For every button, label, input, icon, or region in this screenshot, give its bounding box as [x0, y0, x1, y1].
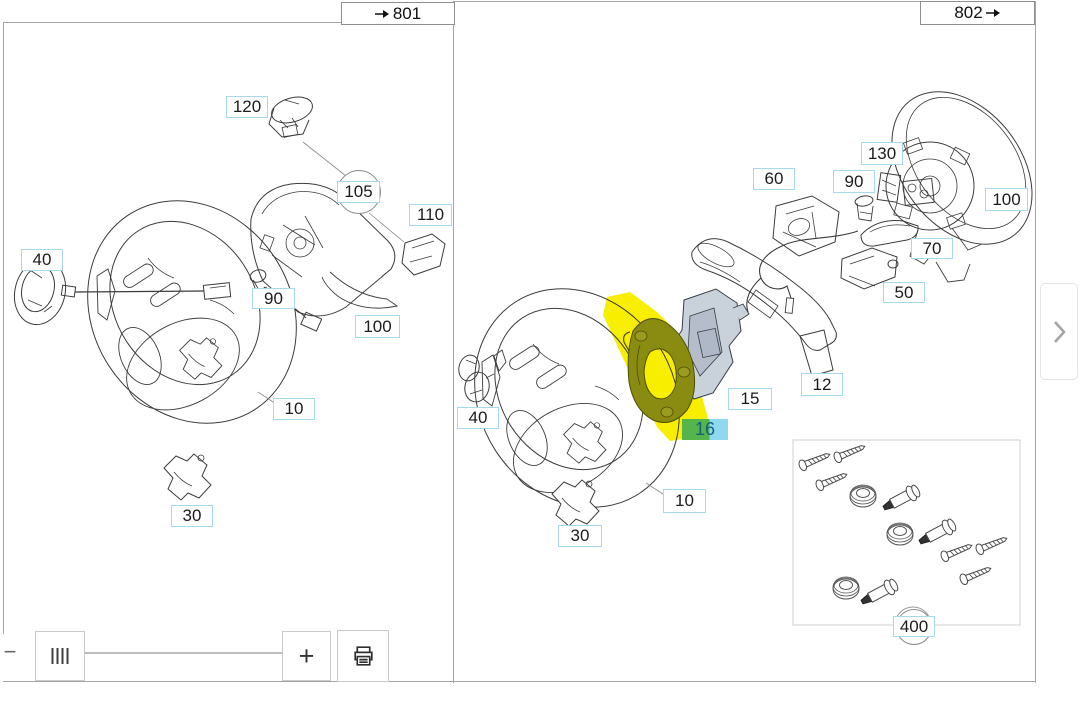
leader-line-10-right [645, 482, 667, 497]
chevron-right-icon [1054, 320, 1066, 343]
tab-diagram-801[interactable]: 801 [341, 2, 455, 25]
part-label-12[interactable]: 12 [801, 373, 843, 396]
part-label-100[interactable]: 100 [985, 188, 1028, 211]
panel-left-border [3, 22, 4, 634]
part-label-90[interactable]: 90 [252, 288, 295, 309]
left-diagram-art [13, 96, 446, 501]
part-40-right-drawing [458, 349, 507, 403]
part-30-right-drawing [551, 479, 600, 527]
part-label-40[interactable]: 40 [21, 249, 63, 271]
part-label-400[interactable]: 400 [893, 616, 935, 637]
zoom-out-label: − [3, 639, 17, 664]
part-label-40[interactable]: 40 [457, 407, 499, 429]
right-diagram-art [458, 91, 1033, 644]
arrow-right-icon [374, 9, 389, 18]
part-30-left-drawing [163, 453, 212, 501]
part-label-50[interactable]: 50 [883, 282, 925, 303]
tab-802-label: 802 [954, 3, 983, 22]
steering-wheel-left-drawing [87, 200, 297, 424]
slider-bars-icon [51, 648, 69, 664]
part-label-130[interactable]: 130 [861, 142, 903, 165]
part-label-70[interactable]: 70 [911, 238, 953, 259]
part-label-15[interactable]: 15 [728, 388, 772, 410]
leader-line-105-cover [368, 212, 405, 243]
part-label-90[interactable]: 90 [833, 170, 875, 193]
zoom-slider-handle[interactable] [35, 631, 85, 681]
part-50-drawing [840, 247, 899, 290]
part-60-drawing [772, 195, 840, 257]
airbag-module-drawing [885, 91, 1033, 283]
part-130-drawing [876, 172, 935, 206]
part-label-10[interactable]: 10 [273, 398, 315, 420]
part-label-60[interactable]: 60 [753, 168, 795, 190]
part-40-left-drawing [13, 258, 232, 326]
part-110-drawing [401, 233, 446, 276]
part-70-drawing [860, 220, 919, 247]
panel-divider [453, 2, 454, 683]
part-16-drawing [623, 318, 696, 423]
panel-right-top-border [453, 1, 921, 2]
print-icon [353, 646, 373, 666]
part-label-30[interactable]: 30 [171, 505, 213, 527]
tab-diagram-802[interactable]: 802 [920, 1, 1035, 25]
tab-801-label: 801 [392, 3, 422, 23]
next-page-button[interactable] [1040, 283, 1078, 380]
part-label-100[interactable]: 100 [355, 315, 400, 338]
part-label-16-highlighted[interactable]: 16 [682, 419, 728, 440]
part-label-105[interactable]: 105 [337, 181, 380, 203]
leader-line-120-105 [302, 141, 347, 177]
part-label-30[interactable]: 30 [558, 525, 602, 547]
panel-left-top-border [3, 22, 342, 23]
part-label-110[interactable]: 110 [409, 204, 452, 226]
part-label-120[interactable]: 120 [226, 96, 268, 118]
part-120-drawing [268, 96, 313, 138]
part-90-right-drawing [854, 195, 874, 222]
part-12-drawing [691, 238, 837, 377]
highlighted-part-number: 16 [694, 419, 716, 439]
zoom-out-button[interactable]: − [0, 639, 20, 665]
panel-bottom-border [3, 681, 1035, 682]
arrow-right-icon [985, 9, 1000, 17]
zoom-slider-track[interactable] [83, 652, 282, 654]
print-button[interactable] [337, 630, 389, 682]
panel-right-border [1035, 1, 1036, 683]
wire-harness-drawing [746, 230, 859, 314]
zoom-in-button[interactable]: + [282, 631, 331, 681]
zoom-in-label: + [298, 640, 315, 671]
part-label-10[interactable]: 10 [663, 489, 706, 513]
